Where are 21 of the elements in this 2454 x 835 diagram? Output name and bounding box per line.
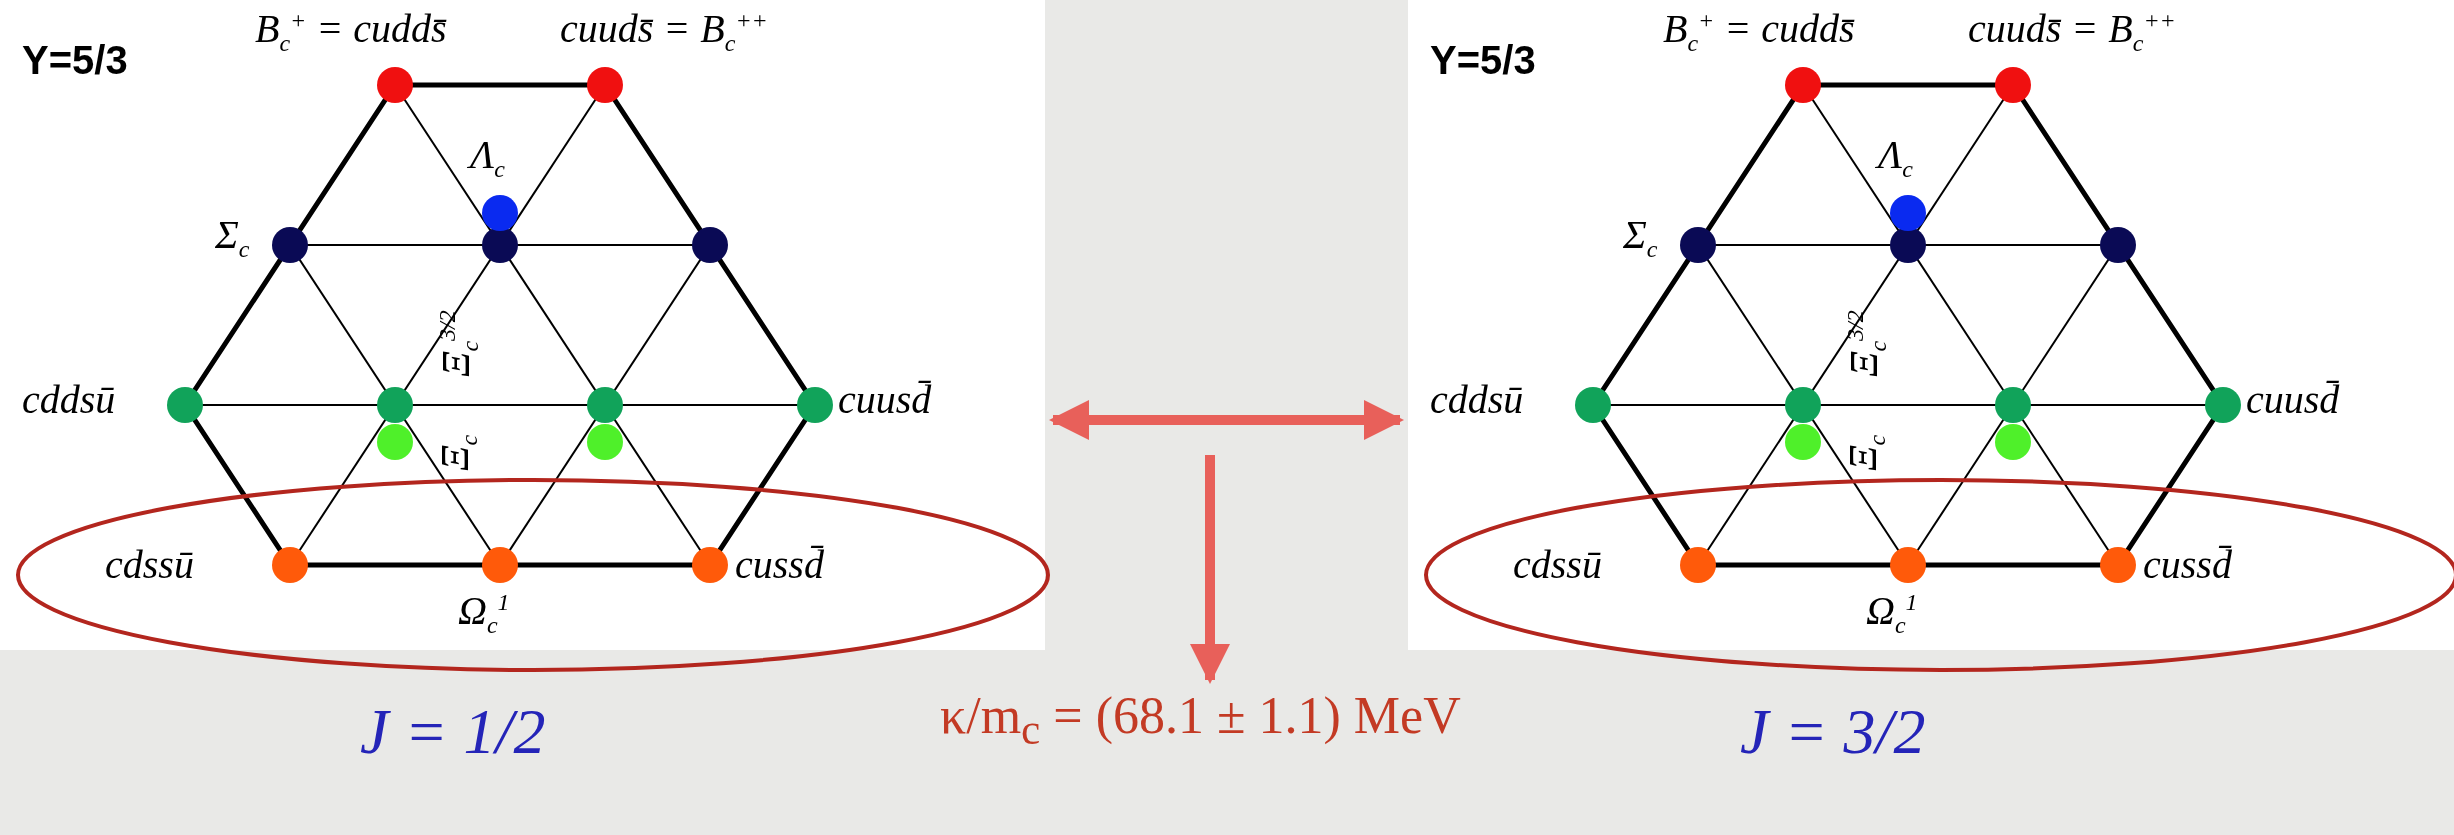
arrow bbox=[1049, 400, 1404, 440]
hypercharge-label: Y=5/3 bbox=[22, 40, 128, 80]
formula-text: κ/m$_{c}$ = (68.1 ± 1.1) MeV bbox=[940, 690, 1461, 752]
state-label: Σ$_{c}$ bbox=[1623, 215, 1658, 261]
state-label: cddsū bbox=[22, 380, 116, 420]
state-label: cussd̄ bbox=[735, 545, 824, 585]
weight-diagram-panel bbox=[1408, 0, 2454, 650]
arrow bbox=[1190, 455, 1230, 684]
weight-diagram-panel bbox=[0, 0, 1045, 650]
state-label: B$_{c}$$^{+}$ = cudds̄ bbox=[1663, 8, 1855, 56]
spin-label: J = 1/2 bbox=[360, 700, 546, 764]
state-label: cuusd̄ bbox=[838, 380, 932, 420]
state-label: B$_{c}$$^{+}$ = cudds̄ bbox=[255, 8, 447, 56]
state-label: cddsū bbox=[1430, 380, 1524, 420]
spin-label: J = 3/2 bbox=[1740, 700, 1926, 764]
state-label: cdssū bbox=[1513, 545, 1602, 585]
state-label: cdssū bbox=[105, 545, 194, 585]
hypercharge-label: Y=5/3 bbox=[1430, 40, 1536, 80]
state-label: cuusd̄ bbox=[2246, 380, 2340, 420]
state-label: Σ$_{c}$ bbox=[215, 215, 250, 261]
state-label: cussd̄ bbox=[2143, 545, 2232, 585]
